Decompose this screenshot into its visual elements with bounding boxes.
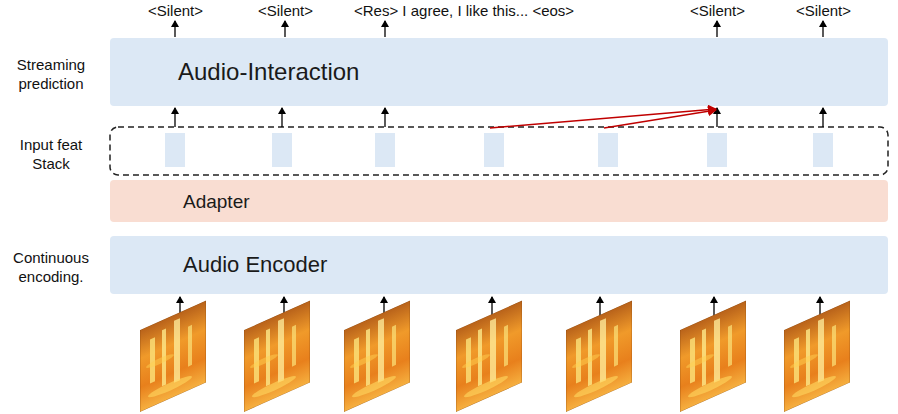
feature-cells <box>165 133 833 167</box>
band-title: Adapter <box>183 190 250 213</box>
output-arrows <box>175 21 823 37</box>
output-token: <Silent> <box>796 2 851 19</box>
attention-arrows <box>490 109 716 128</box>
band-title: Audio Encoder <box>183 252 327 278</box>
output-token: <Silent> <box>690 2 745 19</box>
feature-arrows <box>175 108 823 127</box>
response-text: <Res> I agree, I like this... <eos> <box>354 2 574 19</box>
encoder-band: Audio Encoder <box>110 236 888 294</box>
stack-outline <box>110 127 888 175</box>
row-label: Streaming prediction <box>6 55 96 93</box>
output-token: <Silent> <box>148 2 203 19</box>
output-token: <Silent> <box>258 2 313 19</box>
row-label: Continuous encoding. <box>6 248 96 286</box>
interaction-band: Audio-Interaction <box>110 38 888 106</box>
row-label: Input feat Stack <box>6 135 96 173</box>
adapter-band: Adapter <box>110 180 888 222</box>
input-arrows <box>180 297 820 318</box>
band-title: Audio-Interaction <box>178 58 359 86</box>
spectrograms <box>140 301 850 412</box>
